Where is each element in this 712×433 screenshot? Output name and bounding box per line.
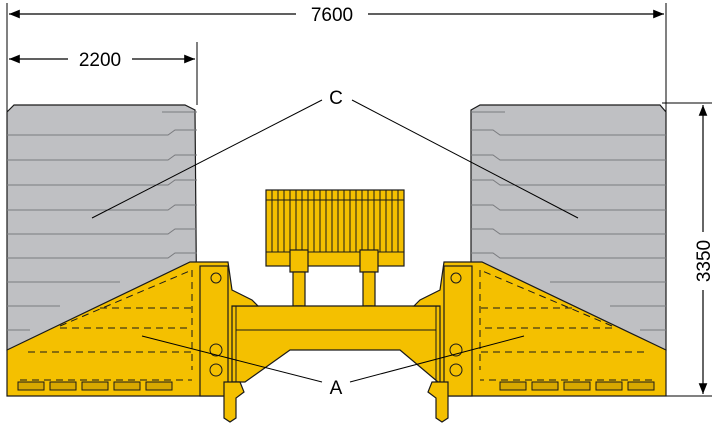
dimension-counterweight-width: 2200: [8, 42, 198, 105]
overall-width-label: 7600: [311, 5, 353, 26]
dimension-height: 3350: [662, 102, 712, 397]
label-c: C: [329, 88, 343, 109]
left-ballast-box: [6, 261, 260, 423]
right-ballast-box: [412, 261, 667, 423]
central-grille-block: [265, 189, 405, 267]
counterweight-width-label: 2200: [79, 50, 121, 71]
callout-c: C: [91, 88, 579, 219]
label-a: A: [330, 378, 343, 399]
callout-a: A: [141, 335, 525, 399]
height-label: 3350: [694, 240, 712, 282]
central-frame: [209, 305, 461, 383]
